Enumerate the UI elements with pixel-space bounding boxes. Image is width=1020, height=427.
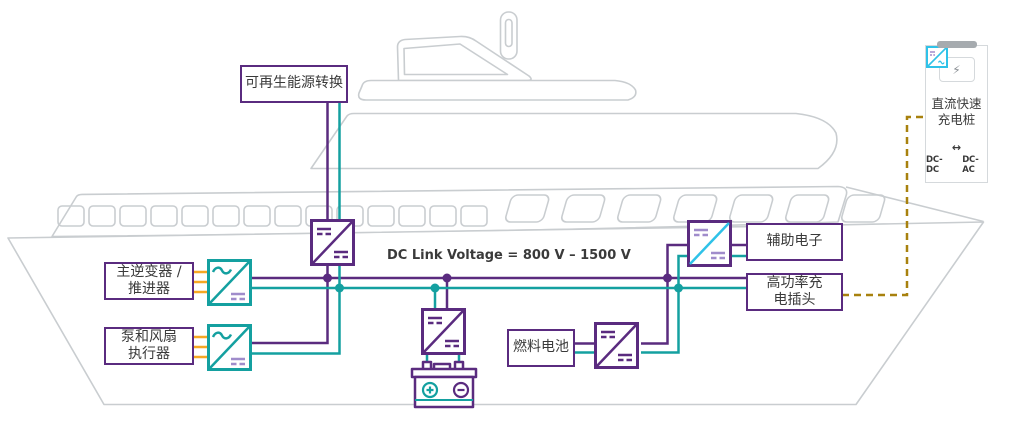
node-renewable-energy-conversion: 可再生能源转换 bbox=[240, 65, 348, 103]
aux-dc-dc-converter-icon bbox=[687, 220, 732, 267]
dc-dc-converter-icon bbox=[594, 322, 639, 369]
battery-plus-terminal bbox=[421, 381, 439, 399]
node-pump-fan-actuators: 泵和风扇 执行器 bbox=[104, 327, 194, 365]
node-label: 可再生能源转换 bbox=[245, 75, 343, 92]
slanted-windows bbox=[504, 194, 886, 223]
lightning-bolt-icon: ⚡ bbox=[938, 57, 975, 82]
node-label: 辅助电子 bbox=[766, 233, 823, 250]
cabin-windows bbox=[57, 205, 488, 227]
charger-title-line1: 直流快速 bbox=[931, 96, 982, 111]
bow-line bbox=[845, 186, 984, 223]
node-auxiliary-electronics: 辅助电子 bbox=[746, 223, 843, 261]
junction-dots bbox=[323, 273, 683, 293]
dc-dc-converter-icon bbox=[310, 219, 355, 266]
ac-dc-inverter-icon bbox=[207, 324, 252, 371]
battery-icon bbox=[410, 360, 478, 409]
charger-title-line2: 充电桩 bbox=[937, 112, 976, 128]
mast-slot bbox=[504, 18, 513, 48]
dc-link-voltage-label: DC Link Voltage = 800 V – 1500 V bbox=[387, 248, 631, 263]
node-main-inverter-propulsion: 主逆变器 / 推进器 bbox=[104, 262, 194, 300]
battery-minus-terminal bbox=[452, 381, 470, 399]
bridge bbox=[396, 35, 532, 82]
upper-deck bbox=[310, 112, 838, 170]
dc-dc-label: DC-DC bbox=[926, 154, 943, 175]
node-high-power-charge-plug: 高功率充 电插头 bbox=[746, 273, 843, 311]
ac-dc-inverter-icon bbox=[207, 259, 252, 306]
mast bbox=[499, 11, 518, 60]
ac-phase-lines bbox=[193, 270, 207, 359]
bridge-window bbox=[403, 43, 509, 76]
node-label-line1: 主逆变器 / bbox=[116, 263, 182, 280]
charging-dashed-line bbox=[842, 115, 924, 297]
charger-cap bbox=[937, 41, 977, 48]
dc-fast-charger-card: ⚡ 直流快速 充电桩 ↔ DC-DC DC-AC bbox=[925, 45, 988, 183]
node-label: 燃料电池 bbox=[513, 339, 569, 356]
dc-ac-converter-icon bbox=[926, 46, 948, 68]
dc-ac-label: DC-AC bbox=[962, 154, 979, 175]
node-label-line2: 推进器 bbox=[128, 281, 170, 297]
dc-dc-converter-icon bbox=[421, 308, 466, 355]
node-label-line2: 执行器 bbox=[128, 346, 170, 362]
boat-deck bbox=[357, 79, 637, 101]
node-label-line1: 泵和风扇 bbox=[121, 328, 177, 345]
node-label-line1: 高功率充 bbox=[766, 274, 823, 291]
node-label-line2: 电插头 bbox=[773, 292, 816, 308]
node-fuel-cell: 燃料电池 bbox=[507, 329, 575, 367]
bidirectional-arrow-icon: ↔ bbox=[951, 140, 962, 154]
